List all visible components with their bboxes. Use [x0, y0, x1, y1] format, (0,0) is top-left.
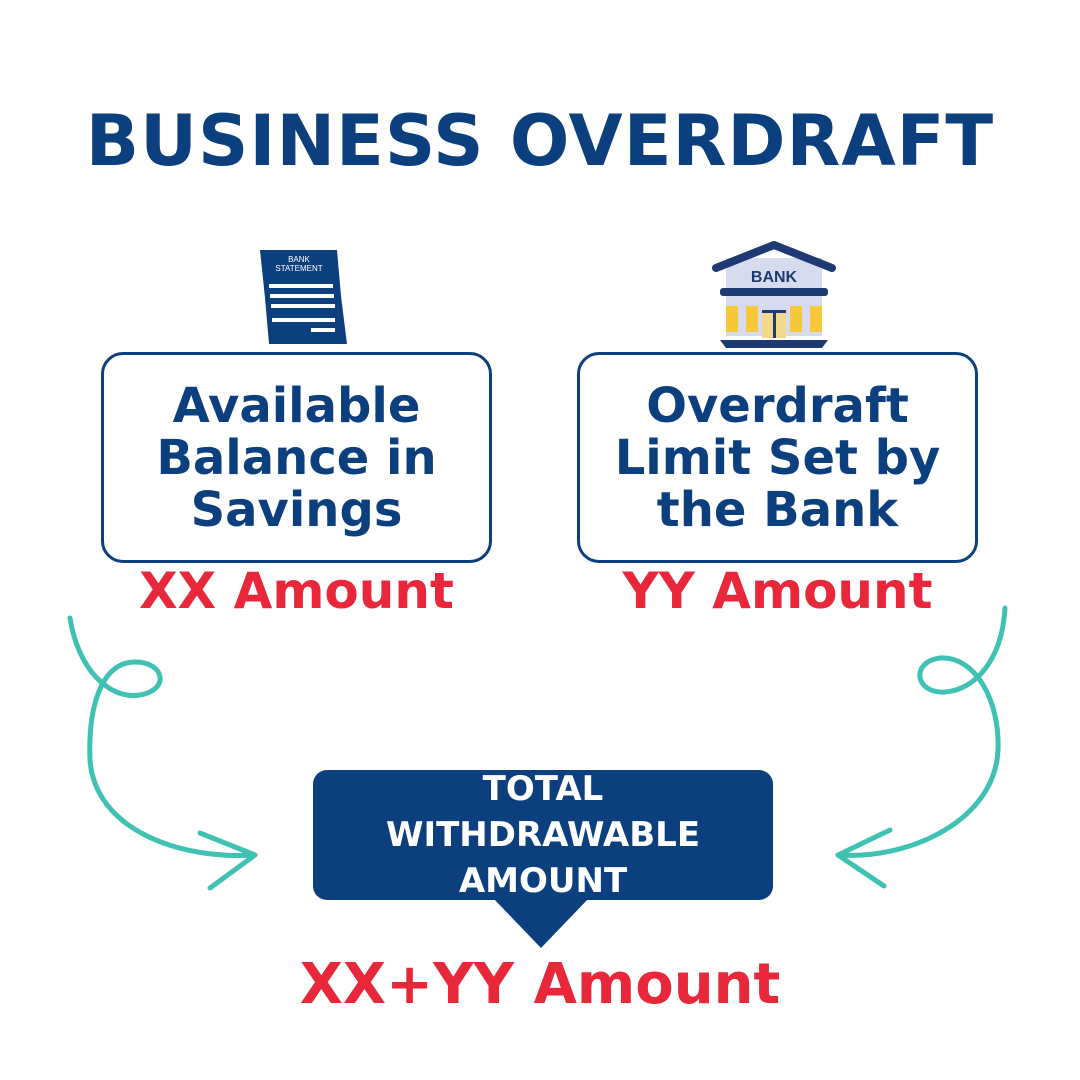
overdraft-limit-card: Overdraft Limit Set by the Bank: [577, 352, 978, 563]
available-balance-card: Available Balance in Savings: [101, 352, 492, 563]
yy-amount: YY Amount: [622, 562, 933, 620]
left-arrowhead-icon: [197, 830, 258, 891]
icon-label: STATEMENT: [275, 264, 322, 273]
page-title: BUSINESS OVERDRAFT: [85, 100, 995, 182]
total-label: TOTAL WITHDRAWABLE AMOUNT: [385, 769, 701, 901]
arrows: [67, 605, 1008, 891]
icon-label: BANK: [288, 255, 310, 264]
icon-label: BANK: [751, 269, 798, 286]
total-withdrawable-callout: TOTAL WITHDRAWABLE AMOUNT: [313, 769, 773, 901]
xx-amount: XX Amount: [139, 562, 454, 620]
callout-pointer: [493, 898, 589, 948]
card-label: Available Balance in Savings: [156, 377, 437, 538]
total-amount: XX+YY Amount: [299, 952, 781, 1017]
right-arrowhead-icon: [835, 827, 893, 889]
bank-building-icon: BANK: [712, 241, 836, 348]
card-label: Overdraft Limit Set by the Bank: [614, 377, 941, 538]
right-curly-arrow-icon: [835, 605, 1008, 858]
left-curly-arrow-icon: [67, 615, 258, 859]
bank-statement-icon: BANK STATEMENT: [260, 250, 347, 344]
